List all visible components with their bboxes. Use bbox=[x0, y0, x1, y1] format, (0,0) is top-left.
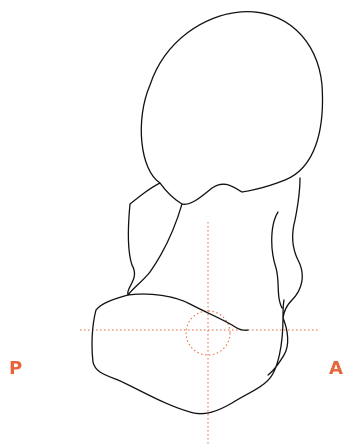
lower-right-lip bbox=[268, 318, 288, 375]
inner-right-line bbox=[272, 212, 282, 308]
bone-outline bbox=[92, 12, 323, 414]
right-shaft-outline bbox=[283, 178, 302, 318]
lower-body-outline bbox=[92, 295, 284, 414]
anterior-label: A bbox=[329, 360, 343, 378]
inner-neck-line bbox=[128, 204, 182, 295]
reference-guides bbox=[80, 222, 320, 445]
head-outline bbox=[141, 12, 322, 205]
posterior-label: P bbox=[9, 360, 22, 378]
center-circle-guide bbox=[186, 311, 230, 355]
